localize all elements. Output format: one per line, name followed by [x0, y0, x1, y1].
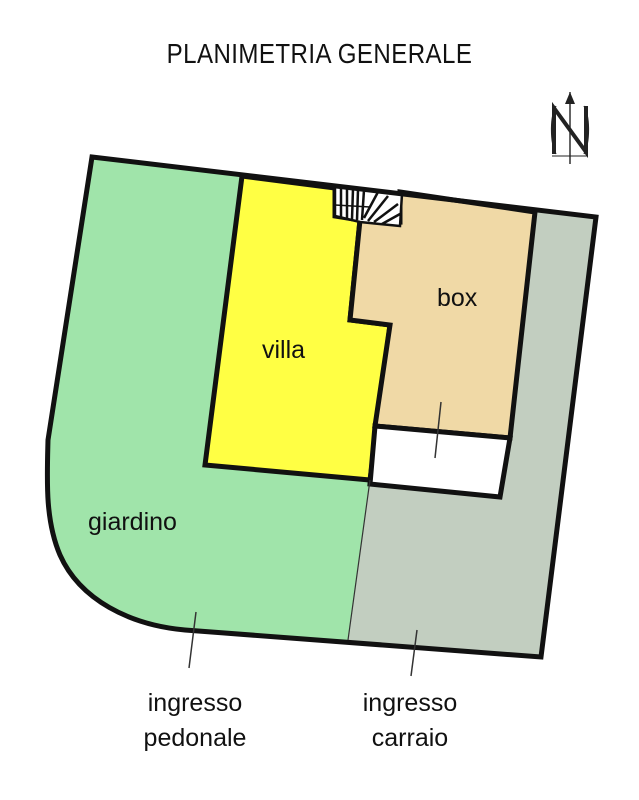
label-box: box	[437, 284, 478, 312]
pointer-pedonale	[188, 611, 197, 669]
label-ingresso-pedonale-1: ingresso	[148, 689, 243, 717]
north-arrow-icon	[550, 92, 590, 164]
area-carraio	[348, 212, 596, 657]
divider-line	[347, 479, 371, 641]
box-tick	[434, 401, 442, 459]
label-ingresso-carraio-1: ingresso	[363, 689, 458, 717]
label-ingresso-carraio-2: carraio	[372, 724, 448, 752]
pointer-carraio	[410, 629, 418, 677]
property-boundary	[44, 154, 599, 660]
area-box	[347, 189, 538, 441]
staircase	[333, 184, 404, 228]
parking-slot	[367, 423, 513, 500]
label-villa: villa	[262, 336, 305, 364]
label-giardino: giardino	[88, 508, 177, 536]
page-title: PLANIMETRIA GENERALE	[166, 38, 473, 69]
area-giardino	[47, 157, 371, 640]
label-ingresso-pedonale-2: pedonale	[144, 724, 247, 752]
